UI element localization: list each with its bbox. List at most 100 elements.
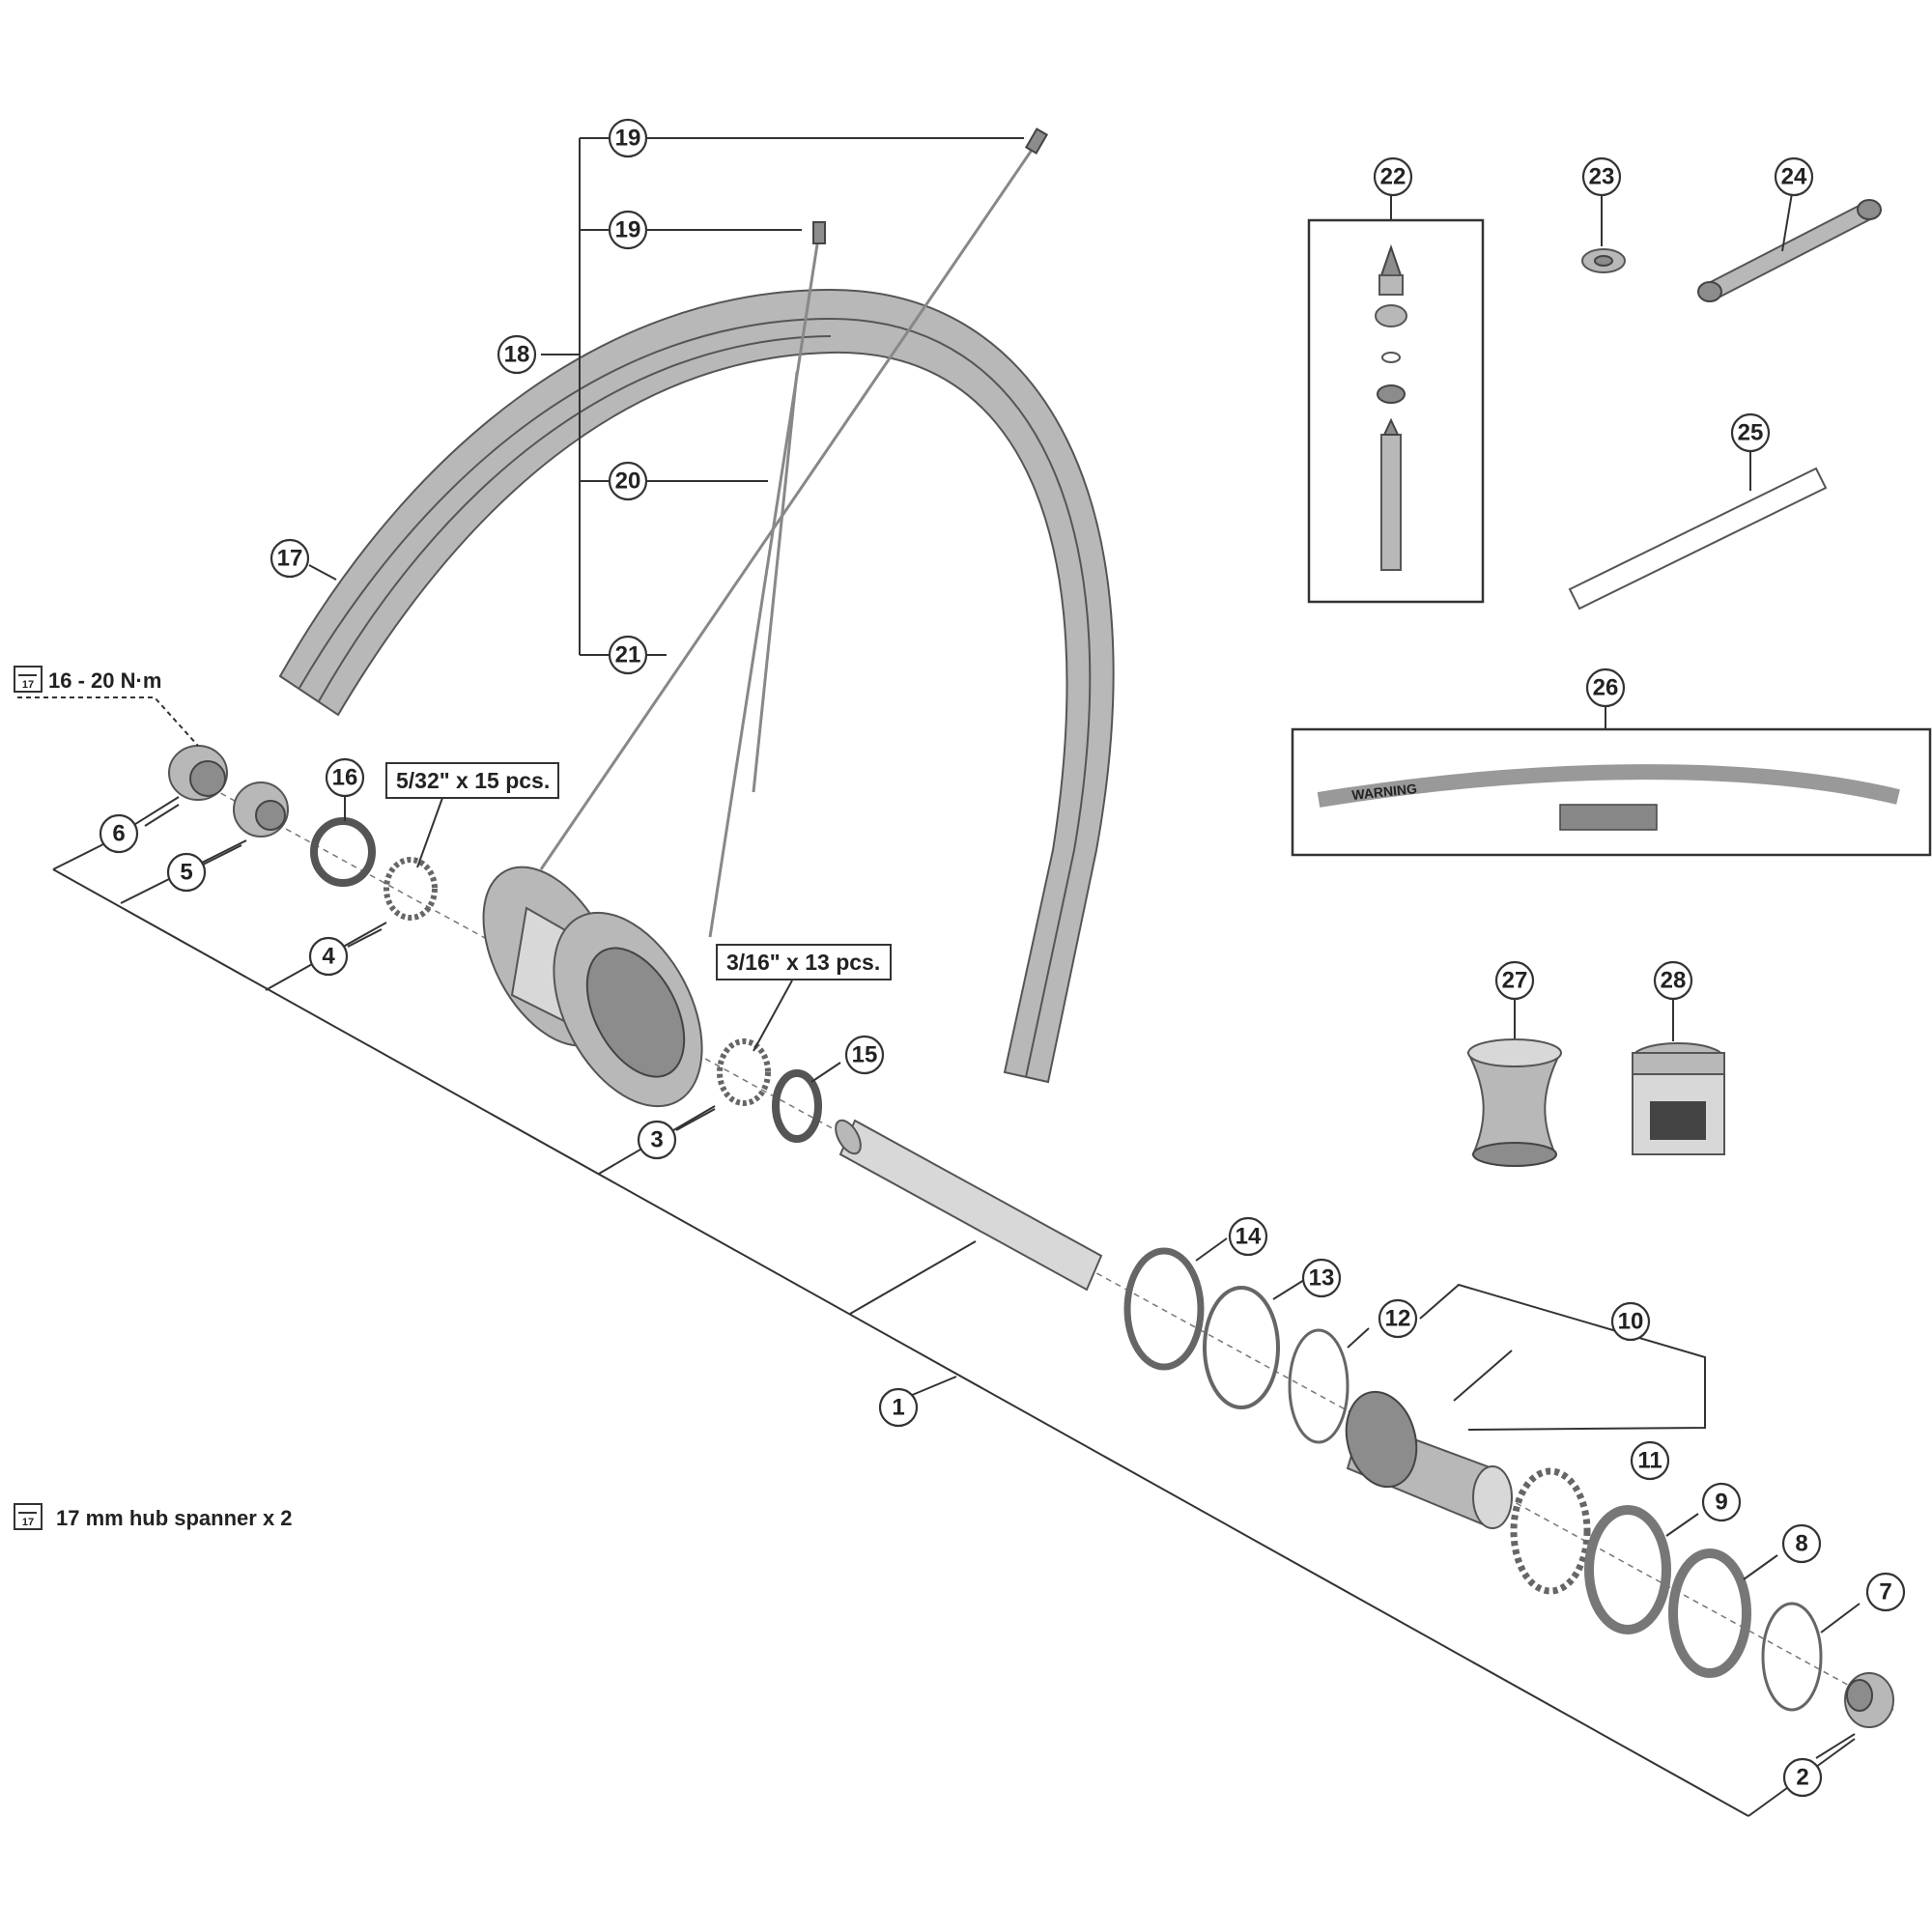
- callout-3: 3: [637, 1120, 677, 1160]
- svg-text:10: 10: [1618, 1309, 1644, 1335]
- svg-text:14: 14: [1236, 1224, 1262, 1250]
- callout-1: 1: [878, 1387, 919, 1428]
- tool-requirement: 17 17 mm hub spanner x 2: [14, 1503, 293, 1530]
- ring-13: [1203, 1286, 1280, 1409]
- bearing-front-label: 5/32" x 15 pcs.: [385, 762, 559, 799]
- svg-text:17: 17: [277, 546, 303, 572]
- svg-text:16 - 20 N·m: 16 - 20 N·m: [48, 668, 161, 693]
- lock-nut-left: [168, 745, 228, 801]
- callout-13: 13: [1301, 1258, 1342, 1298]
- callout-19-lower: 19: [608, 210, 648, 250]
- svg-text:16: 16: [332, 765, 358, 791]
- callout-26: 26: [1585, 668, 1626, 708]
- svg-text:26: 26: [1593, 675, 1619, 701]
- ratchet-ring-11: [1510, 1467, 1591, 1595]
- svg-text:22: 22: [1380, 164, 1406, 190]
- rim-tape-strip: [1568, 467, 1828, 611]
- svg-text:18: 18: [504, 342, 530, 368]
- bearing-front: [384, 857, 438, 921]
- rim: [278, 288, 1115, 1084]
- callout-2: 2: [1782, 1757, 1823, 1798]
- svg-text:19: 19: [615, 126, 641, 152]
- svg-text:2: 2: [1796, 1765, 1808, 1791]
- torque-spec: 17 16 - 20 N·m: [14, 666, 161, 693]
- svg-text:25: 25: [1738, 420, 1764, 446]
- hub-body: [482, 866, 703, 1108]
- callout-18: 18: [497, 334, 537, 375]
- washer-9: [1584, 1505, 1671, 1634]
- svg-text:28: 28: [1661, 968, 1687, 994]
- callout-28: 28: [1653, 960, 1693, 1001]
- grease-jar: [1632, 1042, 1725, 1155]
- callout-16: 16: [325, 757, 365, 798]
- ring-12: [1288, 1328, 1350, 1444]
- svg-text:24: 24: [1781, 164, 1807, 190]
- svg-text:21: 21: [615, 642, 641, 668]
- wrench-icon: 17: [14, 1503, 43, 1530]
- leader-lines: [17, 137, 1861, 1817]
- lock-nut-right: [1844, 1672, 1894, 1728]
- svg-text:23: 23: [1589, 164, 1615, 190]
- callout-15: 15: [844, 1035, 885, 1075]
- spokes: [539, 139, 1040, 938]
- svg-text:7: 7: [1879, 1579, 1891, 1605]
- rim-tape-warning-text: WARNING: [1351, 781, 1418, 803]
- seal-ring-15: [772, 1069, 822, 1143]
- callout-6: 6: [99, 813, 139, 854]
- ring-7: [1761, 1602, 1823, 1712]
- svg-text:3/16" x 13 pcs.: 3/16" x 13 pcs.: [726, 950, 880, 975]
- svg-text:9: 9: [1715, 1490, 1727, 1516]
- callout-12: 12: [1378, 1298, 1418, 1339]
- callout-24: 24: [1774, 156, 1814, 197]
- axle: [835, 1119, 1103, 1292]
- spoke-nipple-icon: [812, 128, 1049, 244]
- callout-4: 4: [308, 936, 349, 977]
- callout-22: 22: [1373, 156, 1413, 197]
- rim-nut: [1581, 248, 1626, 273]
- callout-21: 21: [608, 635, 648, 675]
- svg-text:1: 1: [892, 1395, 904, 1421]
- callout-20: 20: [608, 461, 648, 501]
- callout-11: 11: [1630, 1440, 1670, 1481]
- svg-text:3: 3: [650, 1127, 663, 1153]
- rim-tape: WARNING: [1291, 727, 1932, 857]
- hub-sleeve: [1466, 1038, 1562, 1167]
- svg-text:5: 5: [180, 860, 192, 886]
- bearing-rear-label: 3/16" x 13 pcs.: [716, 944, 892, 980]
- svg-text:20: 20: [615, 469, 641, 495]
- cone-nut-left: [233, 781, 289, 838]
- svg-text:17: 17: [22, 1517, 34, 1528]
- ring-14: [1123, 1247, 1205, 1371]
- callout-7: 7: [1865, 1572, 1906, 1612]
- svg-text:15: 15: [852, 1042, 878, 1068]
- valve-kit: [1307, 218, 1485, 604]
- callout-8: 8: [1781, 1523, 1822, 1564]
- callout-10: 10: [1610, 1301, 1651, 1342]
- callout-14: 14: [1228, 1216, 1268, 1257]
- callout-25: 25: [1730, 412, 1771, 453]
- callout-23: 23: [1581, 156, 1622, 197]
- svg-text:6: 6: [112, 821, 125, 847]
- callout-27: 27: [1494, 960, 1535, 1001]
- callout-5: 5: [166, 852, 207, 893]
- svg-text:27: 27: [1502, 968, 1528, 994]
- freehub-body: [1345, 1390, 1513, 1529]
- svg-text:11: 11: [1637, 1448, 1662, 1474]
- svg-text:17: 17: [22, 679, 34, 691]
- svg-text:4: 4: [322, 944, 335, 970]
- washer-8: [1668, 1548, 1751, 1678]
- wrench-icon: 17: [14, 666, 43, 693]
- bearing-rear: [717, 1038, 771, 1106]
- svg-text:5/32" x 15 pcs.: 5/32" x 15 pcs.: [396, 768, 550, 793]
- svg-text:8: 8: [1795, 1531, 1807, 1557]
- callout-19-top: 19: [608, 118, 648, 158]
- spoke-wrench: [1697, 199, 1882, 302]
- svg-text:12: 12: [1385, 1306, 1411, 1332]
- callouts: 1 2 3 4 5 6 7 8 9 10 11 12 13 14 15 16 1…: [99, 118, 1906, 1798]
- callout-17: 17: [270, 538, 310, 579]
- callout-9: 9: [1701, 1482, 1742, 1522]
- seal-ring-16: [310, 817, 376, 887]
- svg-text:19: 19: [615, 217, 641, 243]
- svg-text:17 mm hub spanner x 2: 17 mm hub spanner x 2: [56, 1506, 293, 1530]
- svg-text:13: 13: [1309, 1265, 1335, 1292]
